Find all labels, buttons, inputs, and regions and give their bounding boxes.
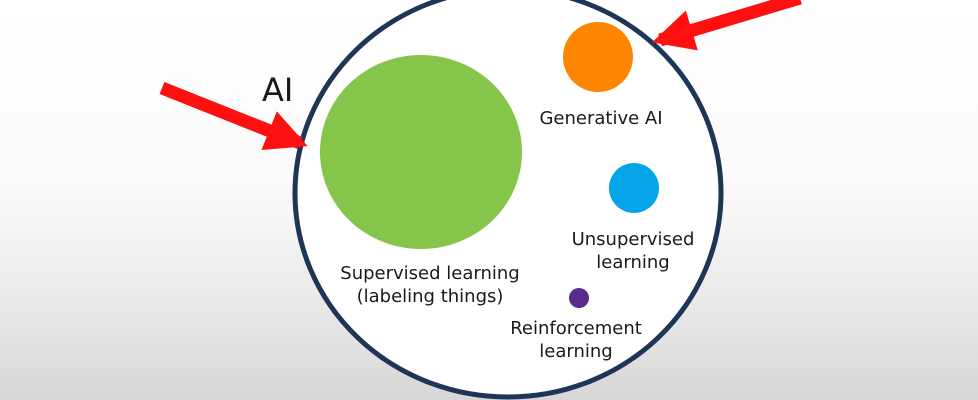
reinforcement-label-line2: learning bbox=[539, 341, 612, 362]
supervised-learning-circle bbox=[320, 55, 522, 249]
unsupervised-label-line1: Unsupervised bbox=[572, 229, 695, 250]
supervised-label-line2: (labeling things) bbox=[357, 286, 504, 307]
unsupervised-label-line2: learning bbox=[596, 252, 669, 273]
reinforcement-learning-circle bbox=[569, 288, 589, 308]
arrow-to-generative bbox=[652, 0, 802, 51]
reinforcement-label-line1: Reinforcement bbox=[510, 318, 642, 339]
generative-ai-circle bbox=[563, 22, 633, 92]
generative-ai-label: Generative AI bbox=[539, 108, 662, 129]
arrow-to-supervised bbox=[159, 81, 308, 151]
unsupervised-learning-circle bbox=[609, 163, 659, 213]
ai-label: AI bbox=[262, 71, 293, 109]
supervised-label-line1: Supervised learning bbox=[340, 263, 519, 284]
